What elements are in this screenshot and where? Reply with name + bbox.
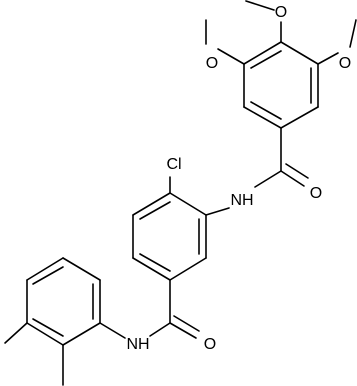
- bond-double-inner: [139, 253, 171, 272]
- carbonyl-oxygen-upper: O: [310, 185, 322, 202]
- bond: [26, 257, 64, 281]
- bond: [205, 207, 230, 216]
- bond: [62, 257, 101, 281]
- amide-nh-upper: NH: [230, 192, 253, 209]
- bond-double-inner: [32, 318, 64, 337]
- bond: [243, 41, 282, 65]
- bond: [132, 257, 171, 281]
- bond: [317, 52, 339, 65]
- methoxy-oxygen-top: O: [275, 4, 287, 21]
- bond: [62, 322, 101, 346]
- methoxy-groups: [205, 0, 357, 65]
- chlorobenzene-ring: [132, 176, 207, 281]
- bond: [132, 192, 171, 216]
- bond-carbonyl: [280, 170, 305, 187]
- carbonyl-oxygen-lower: O: [204, 336, 216, 353]
- bond-carbonyl-double: [173, 315, 200, 332]
- bond-carbonyl: [169, 322, 197, 339]
- bond-double-inner: [250, 50, 282, 69]
- trimethoxyphenyl-ring: [243, 41, 319, 129]
- bond: [217, 48, 245, 65]
- bond: [280, 41, 319, 65]
- upper-amide: [205, 127, 309, 216]
- bond: [169, 192, 207, 216]
- bond-double-inner: [250, 101, 282, 120]
- bond: [169, 257, 207, 281]
- bond: [254, 170, 282, 188]
- lower-amide: [99, 279, 200, 339]
- bond: [245, 0, 275, 11]
- methoxy-oxygen-right: O: [339, 55, 351, 72]
- bond-double-inner: [139, 201, 171, 220]
- bond: [243, 106, 282, 129]
- bond: [99, 322, 126, 339]
- amide-nh-lower: NH: [126, 336, 149, 353]
- bond: [149, 322, 171, 337]
- methoxy-oxygen-left: O: [206, 55, 218, 72]
- bond: [349, 19, 357, 48]
- bond-double-inner: [32, 266, 64, 285]
- bond: [26, 322, 64, 346]
- chlorine-atom: Cl: [166, 156, 181, 173]
- bond: [280, 106, 319, 129]
- bond-carbonyl-double: [285, 163, 309, 179]
- bond-methyl: [4, 322, 28, 344]
- dimethylphenyl-ring: [4, 257, 101, 386]
